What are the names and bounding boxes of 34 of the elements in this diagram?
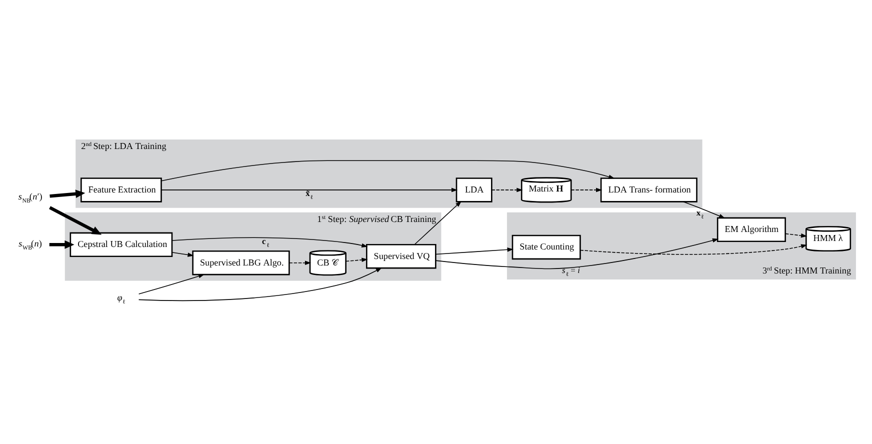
node-text: s$_{WB}$(n) [18, 238, 42, 251]
edge-label: x$_{ℓ}$ [696, 207, 704, 220]
arrow [161, 160, 615, 181]
arrow [172, 251, 194, 256]
node-text: φ$_{ℓ}$ [117, 292, 126, 305]
arrow [491, 187, 523, 192]
node-box: EM Algorithm [716, 216, 786, 242]
node-box: LDA [456, 177, 492, 202]
node-text: s$_{NB}$(n′) [18, 191, 42, 204]
arrow [288, 260, 312, 264]
arrow [580, 244, 808, 254]
arrow [160, 187, 458, 192]
arrow [435, 238, 719, 269]
arrow [138, 274, 205, 294]
edge-label: c$_{ℓ}$ [262, 235, 270, 248]
edge-label: x̃$_{ℓ}$ [306, 188, 314, 201]
arrow [682, 200, 726, 218]
arrow [138, 267, 382, 301]
arrow [49, 240, 74, 248]
node-box: Feature Extraction [80, 177, 162, 202]
arrow [50, 189, 86, 198]
arrow [172, 236, 368, 248]
arrow [785, 232, 808, 238]
edge-label: s$_{ℓ}$ = i [562, 264, 580, 278]
arrow [570, 187, 602, 192]
arrow [435, 247, 514, 254]
node-box: Cepstral UB Calculation [70, 232, 173, 256]
node-box: Supervised VQ [366, 243, 436, 268]
arrow [414, 200, 462, 245]
arrow [346, 257, 368, 262]
arrow [49, 206, 102, 234]
node-box: LDA Trans- formation [600, 177, 698, 202]
node-box: State Counting [512, 234, 581, 260]
node-box: Supervised LBG Algo. [192, 250, 290, 275]
